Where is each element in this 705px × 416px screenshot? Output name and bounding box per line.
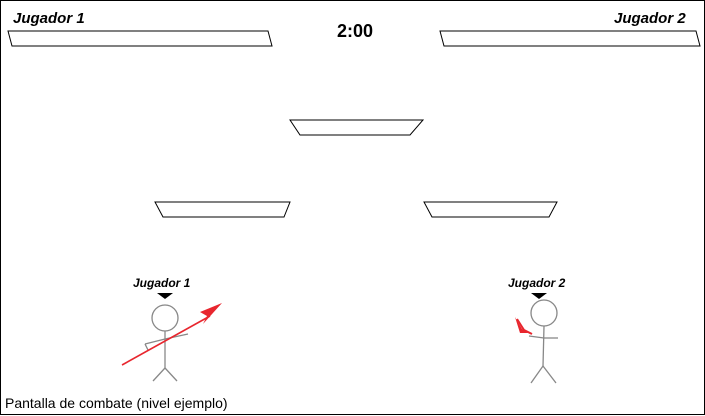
platform-middle-right [423,201,558,218]
player2-head [530,299,558,327]
player1-fighter [144,304,189,382]
player1-name: Jugador 1 [13,10,85,27]
player2-name: Jugador 2 [614,10,686,27]
platform-middle-left [154,201,291,218]
player2-marker-icon [531,293,547,299]
platform-top-center [289,119,425,136]
player1-tag: Jugador 1 [133,276,191,290]
player1-head [151,304,179,332]
player1-spear-icon [121,303,222,366]
game-screen [0,0,705,391]
player2-health-bar [439,30,701,47]
match-timer: 2:00 [337,21,374,41]
player2-weapon-icon [515,317,533,335]
player2-fighter [528,299,558,384]
player1-marker-icon [157,293,173,299]
player1-health-bar [7,30,273,47]
caption-bar: Pantalla de combate (nivel ejemplo) [0,390,705,415]
screen-caption: Pantalla de combate (nivel ejemplo) [5,395,228,411]
player2-tag: Jugador 2 [508,276,566,290]
